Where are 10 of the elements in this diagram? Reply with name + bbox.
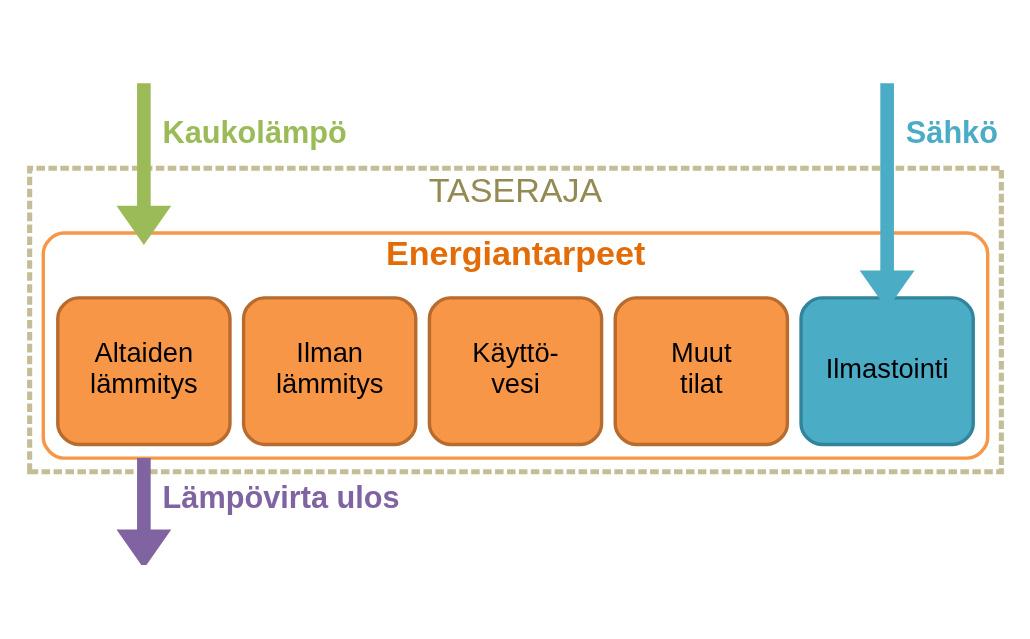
arrow [115,457,171,565]
edge-label: Lämpövirta ulos [162,479,400,515]
node-box: Ilmastointi [798,295,975,446]
node-box: Altaiden lämmitys [55,295,232,446]
edge-label: Kaukolämpö [162,114,347,150]
node-box: Muut tilat [613,295,789,446]
edge-label: Sähkö [905,114,998,150]
node-box: Ilman lämmitys [241,295,417,446]
node-box: Käyttö- vesi [427,295,603,446]
arrow [115,82,171,245]
